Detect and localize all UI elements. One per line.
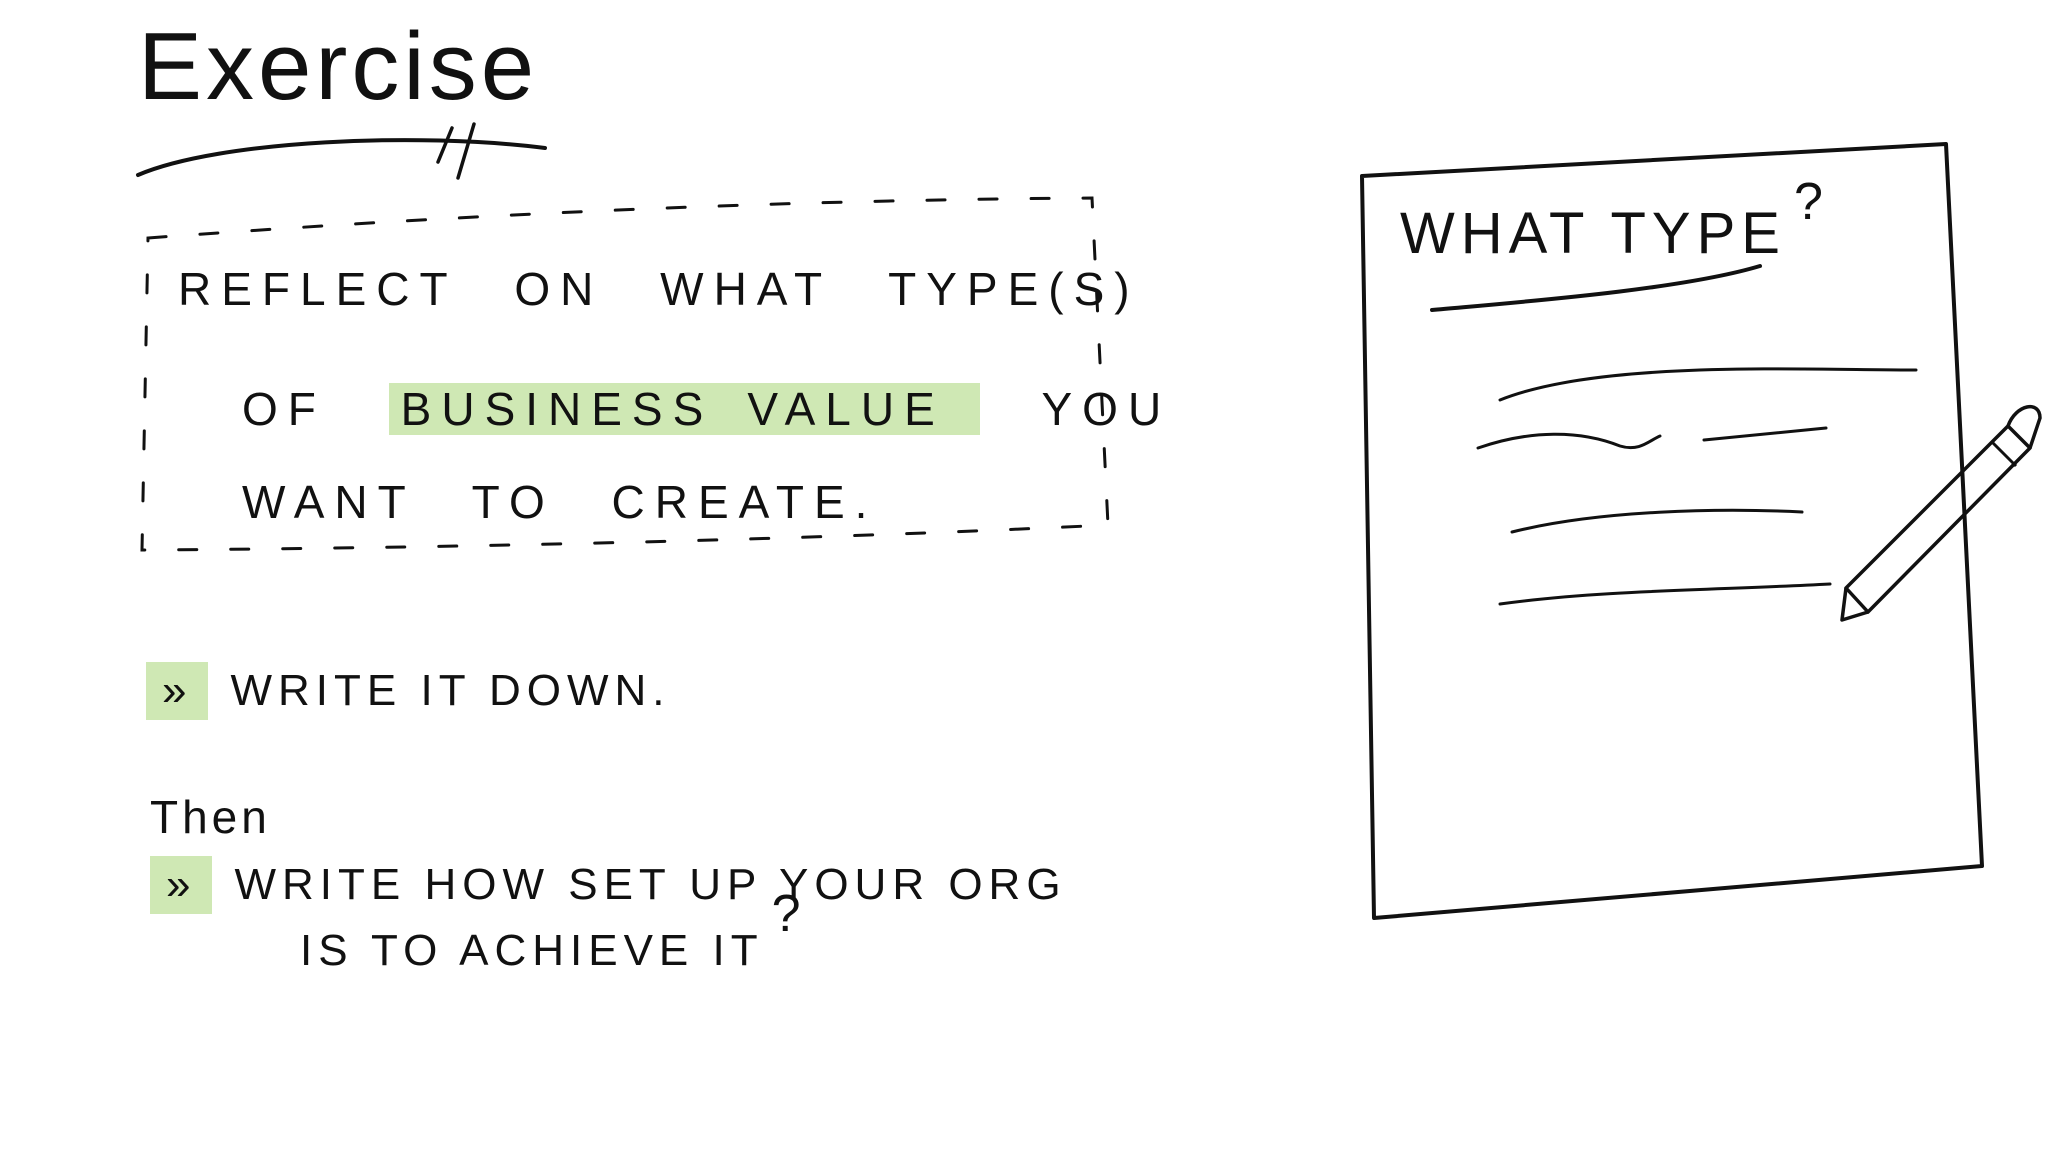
paper-title: What type? xyxy=(1400,173,1829,267)
step-text: write it down. xyxy=(230,666,671,715)
exercise-title: Exercise xyxy=(138,13,539,120)
prompt-word: business xyxy=(400,383,714,435)
step-text: is to achieve it xyxy=(300,926,764,975)
question-mark: ? xyxy=(1793,173,1829,231)
chevron-bullet-icon: » xyxy=(150,856,213,914)
chevron-bullet-icon: » xyxy=(146,662,209,720)
highlight-business-value: business value xyxy=(388,383,980,435)
prompt-word: type(s) xyxy=(888,263,1140,315)
prompt-word: to xyxy=(471,476,555,528)
prompt-word: want xyxy=(242,476,416,528)
prompt-word: Reflect xyxy=(178,263,458,315)
paper-title-text: What type xyxy=(1400,201,1786,266)
step-text: write how set up your org xyxy=(234,860,1067,909)
step-write-org-setup: » write how set up your org xyxy=(150,856,1067,914)
prompt-word: value xyxy=(747,383,945,435)
then-label: Then xyxy=(150,791,271,843)
step-write-it-down: » write it down. xyxy=(146,662,671,720)
step-2-continuation: is to achieve it? xyxy=(300,885,807,978)
prompt-word: on xyxy=(514,263,604,315)
prompt-word: what xyxy=(660,263,833,315)
prompt-line-2: of business value you xyxy=(242,382,1171,436)
prompt-word: you xyxy=(1041,383,1172,435)
prompt-word: create. xyxy=(611,476,878,528)
prompt-word: of xyxy=(242,383,326,435)
prompt-line-1: Reflect on what type(s) xyxy=(178,262,1140,316)
prompt-line-3: want to create. xyxy=(242,475,877,529)
question-mark: ? xyxy=(771,885,807,943)
